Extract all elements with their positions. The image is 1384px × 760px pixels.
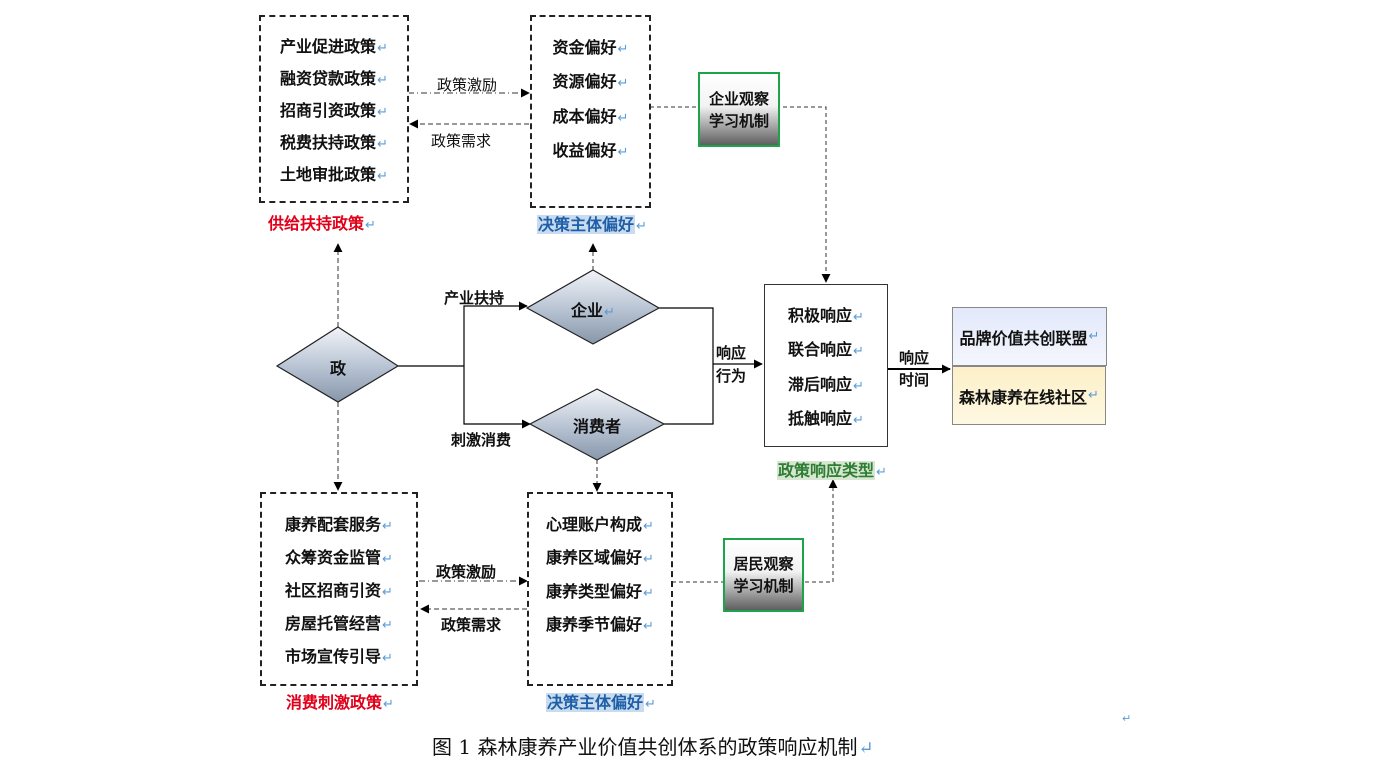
consumer-policy-item: 众筹资金监管↵ [285, 547, 393, 567]
paragraph-mark: ↵ [1122, 712, 1132, 725]
mechanism-line: 居民观察 [733, 555, 794, 573]
enterprise-preference-item: 资源偏好↵ [552, 72, 629, 92]
response-behavior-line: 行为 [716, 367, 747, 385]
resident-preference-box: 心理账户构成↵ 康养区域偏好↵ 康养类型偏好↵ 康养季节偏好↵ [527, 492, 673, 686]
bottom-demand-label: 政策需求 [441, 616, 502, 634]
return-mark: ↵ [604, 305, 615, 320]
enterprise-preference-caption: 决策主体偏好↵ [537, 215, 647, 234]
resident-preference-item: 康养季节偏好↵ [546, 615, 654, 635]
supply-policy-item: 税费扶持政策↵ [280, 133, 388, 152]
enterprise-observation-box: 企业观察 学习机制 [698, 72, 780, 147]
response-type-item: 抵触响应↵ [788, 408, 864, 428]
enterprise-response-line [659, 307, 714, 364]
consumer-policy-item: 社区招商引资↵ [285, 580, 393, 600]
top-incentive-label: 政策激励 [437, 76, 498, 94]
stimulate-consumption-arrow [463, 366, 531, 429]
enterprise-preference-box: 资金偏好↵ 资源偏好↵ 成本偏好↵ 收益偏好↵ [530, 15, 651, 208]
top-demand-label: 政策需求 [431, 132, 492, 150]
consumer-response-line [664, 364, 714, 425]
brand-alliance-text: 品牌价值共创联盟 [959, 328, 1088, 348]
figure-caption: 图 1 森林康养产业价值共创体系的政策响应机制↵ [432, 735, 874, 759]
resident-preference-caption: 决策主体偏好↵ [546, 693, 656, 712]
stimulate-consumption-label: 刺激消费 [451, 431, 512, 449]
response-time-line: 时间 [899, 371, 930, 389]
resident-observation-box: 居民观察 学习机制 [723, 538, 804, 612]
resident-observation-arrow [672, 479, 838, 583]
response-type-item: 积极响应↵ [788, 306, 864, 326]
resident-preference-item: 心理账户构成↵ [546, 514, 654, 534]
enterprise-preference-item: 收益偏好↵ [552, 140, 629, 160]
consumer-policy-item: 市场宣传引导↵ [285, 647, 393, 667]
supply-policy-item: 产业促进政策↵ [280, 37, 388, 56]
supply-policy-caption: 供给扶持政策↵ [268, 214, 376, 233]
government-diamond [275, 326, 400, 403]
resident-preference-item: 康养类型偏好↵ [546, 581, 654, 601]
industry-support-arrow [463, 301, 528, 366]
supply-policy-item: 招商引资政策↵ [280, 101, 388, 120]
response-type-item: 滞后响应↵ [788, 374, 864, 394]
supply-policy-item: 土地审批政策↵ [280, 165, 388, 184]
bottom-incentive-label: 政策激励 [436, 563, 497, 581]
response-time-label: 响应 时间 [899, 347, 929, 391]
enterprise-preference-item: 资金偏好↵ [552, 38, 629, 58]
consumer-policy-caption: 消费刺激政策↵ [286, 693, 394, 712]
consumer-diamond [528, 388, 666, 461]
mechanism-line: 学习机制 [708, 111, 769, 130]
enterprise-preference-item: 成本偏好↵ [552, 106, 629, 126]
supply-policy-box: 产业促进政策↵ 融资贷款政策↵ 招商引资政策↵ 税费扶持政策↵ 土地审批政策↵ [259, 15, 409, 203]
response-behavior-label: 响应 行为 [716, 342, 746, 388]
government-label: 政 [329, 359, 346, 378]
online-community-box: 森林康养在线社区↵ [952, 366, 1106, 425]
mechanism-line: 学习机制 [733, 577, 794, 595]
enterprise-label: 企业↵ [553, 297, 633, 321]
response-types-box: 积极响应↵ 联合响应↵ 滞后响应↵ 抵触响应↵ [764, 284, 888, 447]
resident-preference-item: 康养区域偏好↵ [546, 548, 654, 568]
industry-support-label: 产业扶持 [444, 289, 505, 307]
consumer-label: 消费者 [572, 417, 621, 436]
enterprise-diamond [525, 269, 661, 345]
response-time-line: 响应 [899, 349, 930, 367]
response-behavior-line: 响应 [716, 344, 747, 362]
mechanism-line: 企业观察 [708, 89, 769, 108]
response-type-item: 联合响应↵ [788, 340, 864, 360]
consumer-policy-item: 房屋托管经营↵ [285, 614, 393, 634]
supply-policy-item: 融资贷款政策↵ [280, 69, 388, 88]
online-community-text: 森林康养在线社区 [959, 387, 1088, 407]
response-types-caption: 政策响应类型↵ [777, 461, 887, 480]
brand-alliance-box: 品牌价值共创联盟↵ [952, 307, 1107, 366]
consumer-policy-item: 康养配套服务↵ [285, 514, 393, 534]
enterprise-label-text: 企业 [571, 301, 604, 320]
consumer-policy-box: 康养配套服务↵ 众筹资金监管↵ 社区招商引资↵ 房屋托管经营↵ 市场宣传引导↵ [260, 492, 418, 686]
